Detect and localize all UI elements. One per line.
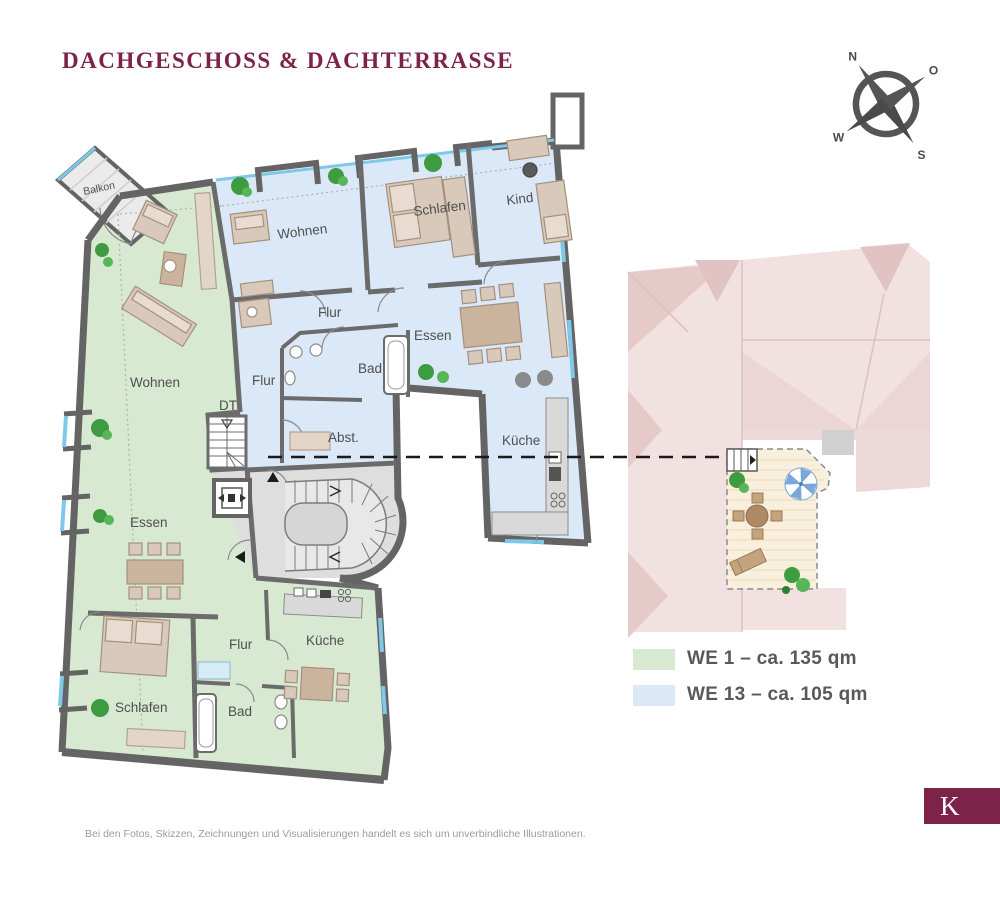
legend: WE 1 – ca. 135 qm WE 13 – ca. 105 qm	[633, 648, 868, 720]
room-label-we13-essen: Essen	[414, 328, 452, 343]
room-label-we1-kueche: Küche	[306, 633, 344, 648]
room-label-we13-flur-left: Flur	[252, 373, 276, 388]
parasol-icon	[784, 467, 818, 501]
footer-disclaimer: Bei den Fotos, Skizzen, Zeichnungen und …	[85, 828, 586, 840]
compass-o-label: O	[929, 64, 938, 78]
room-label-we13-flur-top: Flur	[318, 305, 342, 320]
room-label-we1-schlafen: Schlafen	[115, 700, 168, 715]
compass-n-label: N	[848, 49, 857, 63]
room-label-we13-kind: Kind	[506, 190, 535, 208]
compass-rose: N O S W	[833, 49, 938, 162]
room-label-we1-bad: Bad	[228, 704, 252, 719]
roof-plan	[627, 243, 930, 638]
furniture-we1	[99, 191, 351, 753]
room-label-we1-wohnen: Wohnen	[130, 375, 180, 390]
floorplan: Balkon Wohnen Essen Schlafen Bad Flur Kü…	[54, 92, 592, 784]
terrace-lounger	[728, 547, 768, 577]
left-window-niches	[58, 409, 93, 713]
we1-color-swatch	[633, 648, 675, 670]
brand-logo-letter: K	[940, 790, 960, 821]
room-label-we13-bad: Bad	[358, 361, 382, 376]
terrace-stairs	[726, 448, 758, 472]
room-label-we13-schlafen: Schlafen	[413, 198, 467, 219]
roof-chimney	[822, 430, 854, 455]
main-staircase	[235, 472, 397, 572]
we1-legend-label: WE 1 – ca. 135 qm	[687, 648, 857, 669]
room-label-we1-dt: DT	[219, 398, 237, 413]
legend-item-we13: WE 13 – ca. 105 qm	[633, 684, 868, 706]
kitchen-we1	[283, 587, 363, 619]
we13-color-swatch	[633, 684, 675, 706]
interior-walls	[87, 142, 561, 759]
terrace-plant	[729, 472, 749, 493]
compass-w-label: W	[833, 130, 845, 144]
we13-legend-label: WE 13 – ca. 105 qm	[687, 684, 868, 705]
room-label-we1-essen: Essen	[130, 515, 168, 530]
room-label-we13-kueche: Küche	[502, 433, 540, 448]
terrace-table-set	[732, 492, 783, 540]
room-label-we13-wohnen: Wohnen	[277, 221, 329, 242]
brand-logo: K	[924, 788, 1000, 824]
kitchen-we13	[491, 370, 569, 536]
plants	[91, 154, 449, 717]
compass-s-label: S	[918, 148, 926, 162]
roof-terrace	[726, 448, 831, 594]
room-label-we13-abstell: Abst.	[328, 430, 359, 445]
terrace-plants-2	[782, 567, 810, 594]
chimney	[550, 92, 585, 150]
legend-item-we1: WE 1 – ca. 135 qm	[633, 648, 868, 670]
page-title: DACHGESCHOSS & DACHTERRASSE	[62, 48, 515, 73]
elevator	[212, 478, 252, 518]
dt-stairs	[206, 414, 248, 470]
room-label-we1-flur: Flur	[229, 637, 253, 652]
furniture-we13	[229, 134, 573, 451]
